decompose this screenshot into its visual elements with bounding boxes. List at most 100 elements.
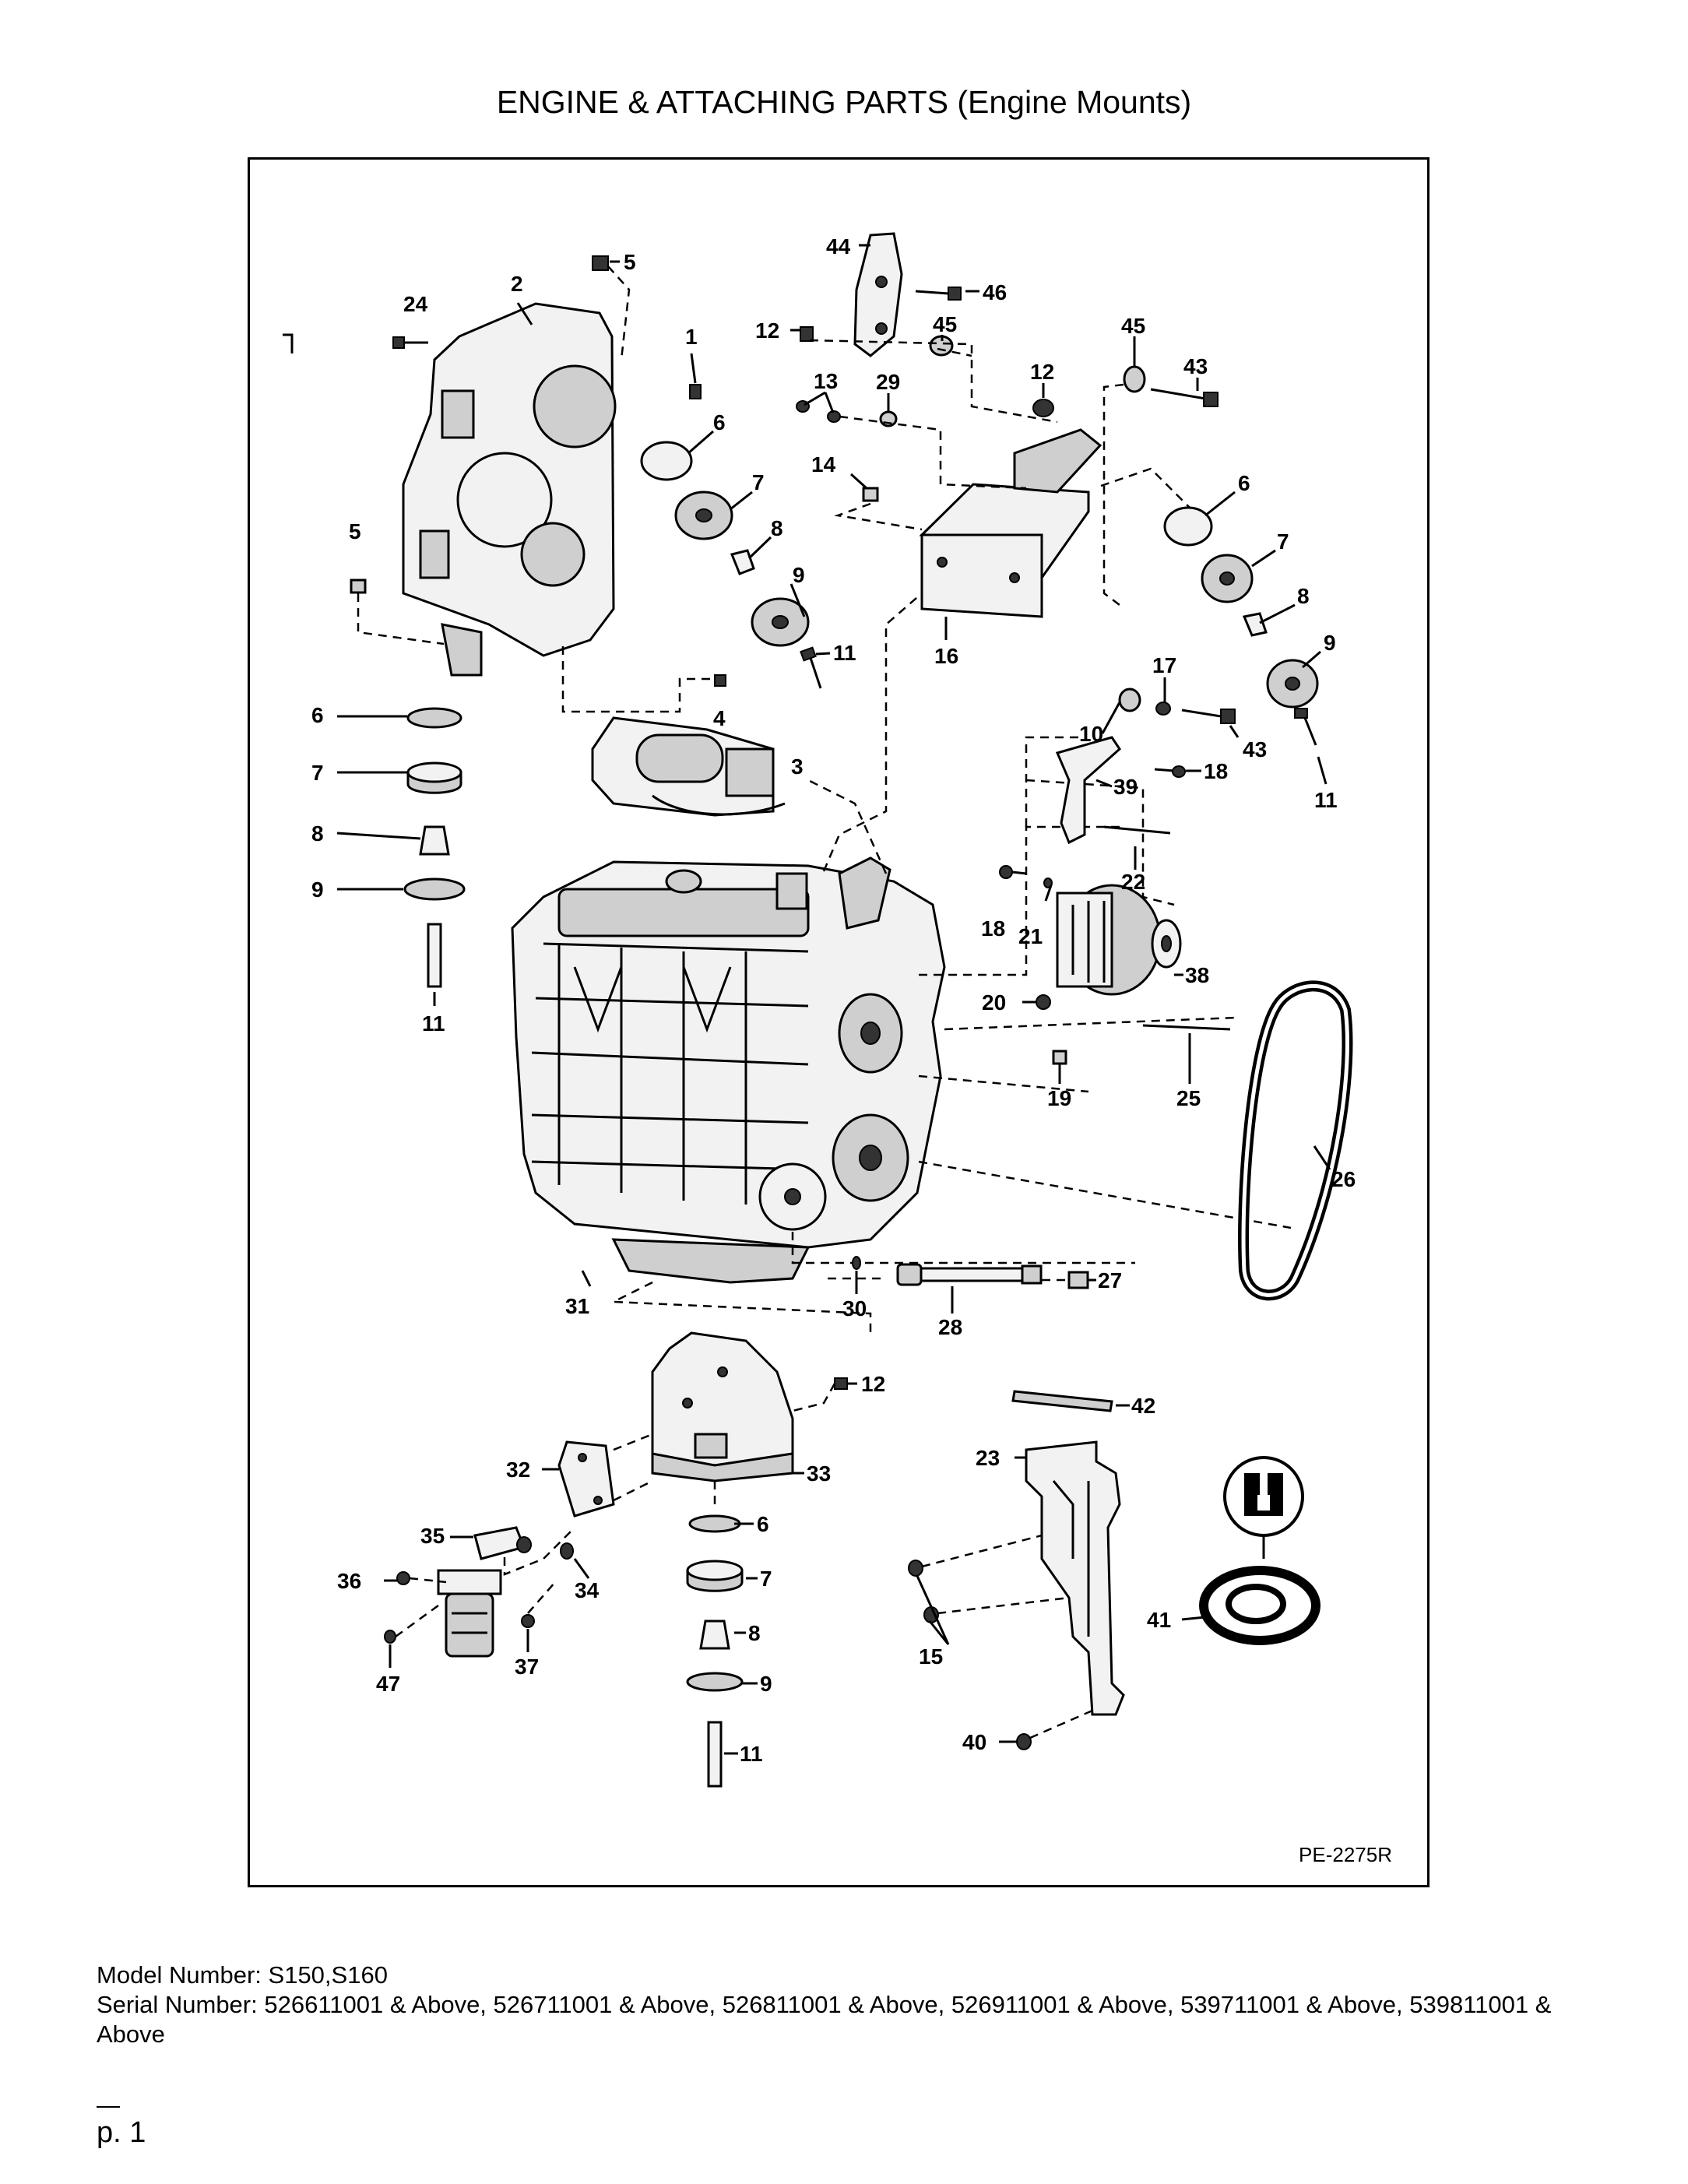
callout-26: 26: [1331, 1167, 1356, 1191]
bolt-24: [392, 336, 428, 349]
callout-labels: 5 2 24 1 6 7 8 9 11 44 46 12 45 13 29 14…: [311, 234, 1356, 1766]
callout-44: 44: [826, 234, 851, 258]
exploded-parts-diagram: .p { fill:#f2f2f2; stroke:#000; stroke-w…: [283, 232, 1356, 1788]
callout-46: 46: [983, 280, 1007, 304]
callout-15: 15: [919, 1644, 943, 1669]
bolt-47: [384, 1630, 396, 1644]
callout-12-a: 12: [755, 318, 779, 343]
bolt-43-upper: [1150, 388, 1219, 407]
callout-45-a: 45: [933, 312, 957, 336]
plate-32: [557, 1440, 615, 1518]
callout-5-left: 5: [349, 519, 361, 543]
callout-6-a: 6: [713, 410, 726, 434]
pin-30: [852, 1256, 861, 1270]
callout-29: 29: [876, 370, 900, 394]
mount-stack-upper-left: [640, 441, 822, 689]
callout-6-d: 6: [311, 703, 324, 727]
lift-bracket-44: [853, 232, 903, 357]
callout-38: 38: [1185, 963, 1209, 987]
callout-17: 17: [1152, 653, 1176, 677]
bolt-4: [714, 674, 726, 687]
callout-7-a: 7: [752, 470, 765, 494]
diagram-frame: [248, 157, 1430, 1887]
callout-40: 40: [962, 1730, 986, 1754]
callout-21: 21: [1018, 924, 1043, 948]
callout-45-b: 45: [1121, 314, 1145, 338]
callout-8-d: 8: [311, 821, 324, 846]
callout-7-c: 7: [760, 1567, 772, 1591]
callout-7-b: 7: [1277, 529, 1289, 554]
callout-11-b: 11: [1314, 788, 1338, 812]
callout-13: 13: [814, 369, 838, 393]
callout-1: 1: [685, 325, 698, 349]
callout-20: 20: [982, 990, 1006, 1015]
serial-number: Serial Number: 526611001 & Above, 526711…: [97, 1991, 1552, 2048]
callout-9-a: 9: [793, 563, 805, 587]
page-title: ENGINE & ATTACHING PARTS (Engine Mounts): [496, 84, 1192, 120]
callout-28: 28: [938, 1315, 962, 1339]
callout-8-c: 8: [748, 1621, 761, 1645]
callout-4: 4: [713, 706, 726, 730]
nut-12-top: [800, 326, 814, 342]
bolt-36: [396, 1571, 410, 1585]
parts-13-29: [796, 400, 898, 427]
mount-stack-left: [403, 707, 466, 988]
callout-41: 41: [1147, 1608, 1171, 1632]
bolt-37: [521, 1614, 535, 1628]
callout-33: 33: [807, 1461, 831, 1486]
alternator: [1056, 884, 1182, 996]
fuel-filter: [437, 1569, 502, 1658]
callout-39: 39: [1113, 775, 1138, 799]
mount-stack-upper-right: [1163, 506, 1319, 746]
callout-35: 35: [420, 1524, 445, 1548]
callout-11-a: 11: [833, 641, 856, 665]
model-number: Model Number: S150,S160: [97, 1961, 388, 1989]
callout-47: 47: [376, 1672, 400, 1696]
shield-plate-23: [1025, 1440, 1125, 1716]
part-5-left: [350, 579, 367, 594]
callout-11-c: 11: [740, 1742, 763, 1766]
callout-8-b: 8: [1297, 584, 1310, 608]
bolt-18-upper: [1154, 765, 1186, 778]
callout-6-b: 6: [1238, 471, 1250, 495]
rod-42: [1011, 1390, 1113, 1412]
fan-belt-26: [1238, 980, 1353, 1301]
washer-19: [1052, 1050, 1067, 1065]
bolts-18-21: [999, 865, 1053, 888]
nut-12-upper: [1032, 399, 1054, 417]
callout-22: 22: [1121, 870, 1145, 894]
bracket-35: [473, 1526, 532, 1560]
edge-trim-41: [1199, 1456, 1321, 1645]
bolt-40: [1016, 1733, 1032, 1750]
callout-18-a: 18: [1204, 759, 1228, 783]
callout-11-d: 11: [422, 1011, 445, 1036]
bolt-22: [1103, 825, 1171, 835]
callout-43-a: 43: [1183, 354, 1208, 378]
callout-12-b: 12: [1030, 360, 1054, 384]
bolt-12-lower: [834, 1377, 848, 1390]
callout-2: 2: [511, 272, 523, 296]
bolt-15-upper: [908, 1560, 923, 1577]
page-number-rule: [97, 2106, 120, 2108]
callout-36: 36: [337, 1569, 361, 1593]
bolt-34: [560, 1542, 574, 1560]
nut-20: [1036, 994, 1051, 1010]
callout-3: 3: [791, 754, 804, 779]
parts-10-17-43: [1118, 688, 1236, 724]
callout-34: 34: [575, 1578, 600, 1602]
callout-24: 24: [403, 292, 428, 316]
callout-32: 32: [506, 1458, 530, 1482]
callout-43-b: 43: [1243, 737, 1267, 761]
callout-9-c: 9: [760, 1672, 772, 1696]
callout-23: 23: [976, 1446, 1000, 1470]
part-5-upper: [592, 255, 609, 271]
engine-mount-33: [651, 1331, 794, 1482]
callout-27: 27: [1098, 1268, 1122, 1292]
callout-9-b: 9: [1324, 631, 1336, 655]
mount-stack-lower: [686, 1514, 744, 1788]
engine-block: [511, 856, 946, 1284]
bolt-14: [862, 487, 879, 502]
cap-27: [1067, 1271, 1089, 1289]
callout-5-top: 5: [624, 250, 636, 274]
callout-37: 37: [515, 1655, 539, 1679]
